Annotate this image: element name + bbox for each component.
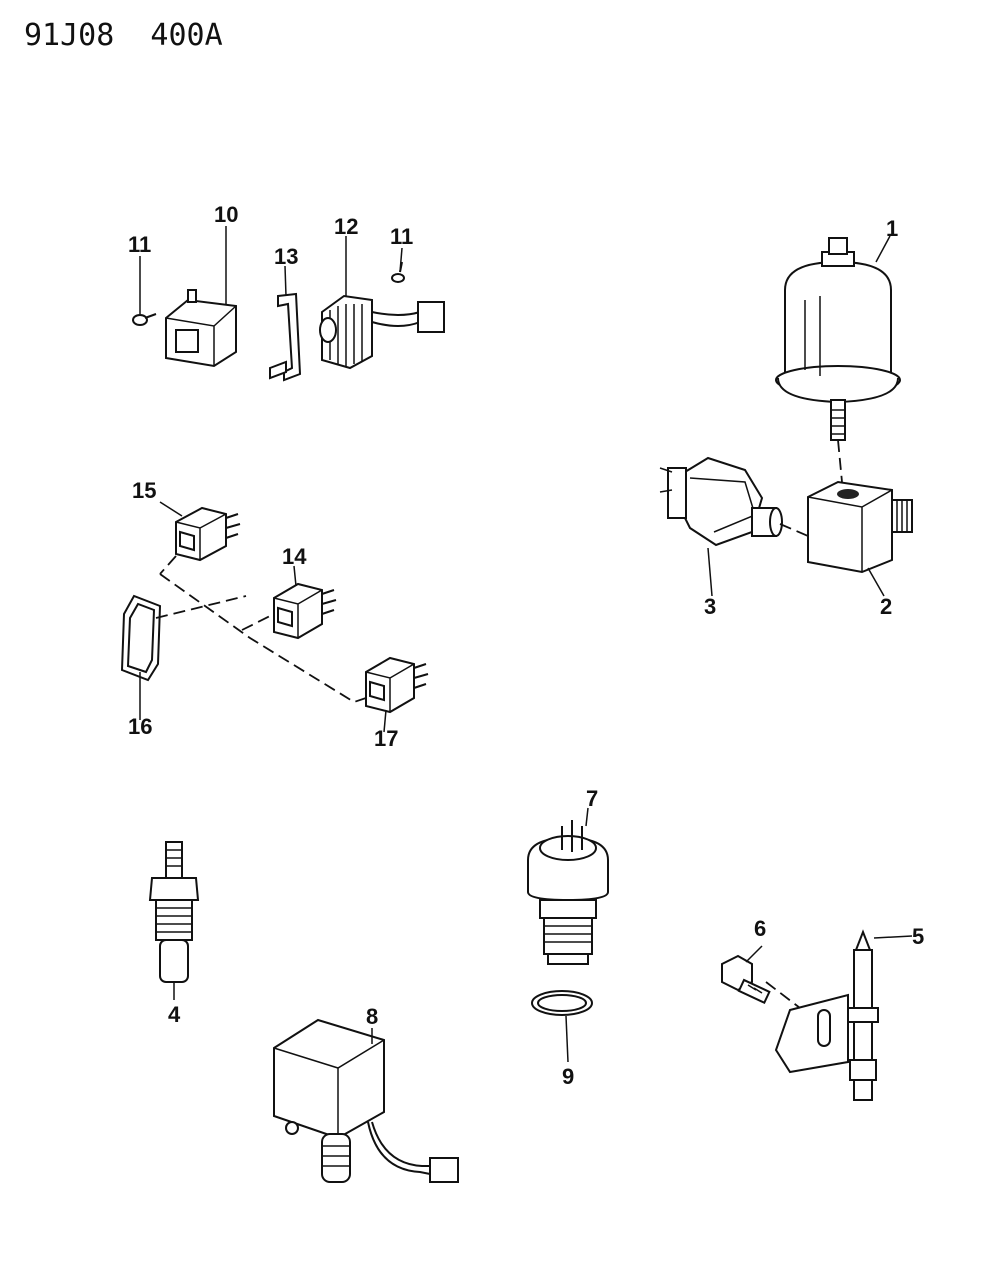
part-9-o-ring [531,990,593,1016]
part-11-screw-left [132,313,157,326]
part-8-control-module [273,1018,459,1183]
callout-11-right: 11 [390,224,413,249]
part-17-rocker-switch [365,656,429,714]
part-12-flasher [319,294,445,370]
callout-14: 14 [282,544,307,569]
callout-1: 1 [886,216,898,241]
part-15-rocker-switch [175,506,241,562]
part-10-relay [165,289,237,368]
callout-2: 2 [880,594,892,619]
callout-9: 9 [562,1064,574,1089]
part-4-temperature-sender [148,841,200,983]
part-16-bezel [120,594,162,682]
callout-labels: 1 2 3 4 5 6 7 8 9 10 11 11 12 13 14 15 1… [128,202,924,1089]
callout-7: 7 [586,786,598,811]
callout-15: 15 [132,478,156,503]
leader-lines [139,226,913,1063]
callout-17: 17 [374,726,398,751]
callout-10: 10 [214,202,238,227]
callout-3: 3 [704,594,716,619]
part-5-sensor-bracket [774,929,879,1101]
callout-12: 12 [334,214,358,239]
diagram-code: 91J08 400A [24,18,223,53]
part-13-bracket [269,292,302,382]
part-14-rocker-switch [273,582,337,640]
callout-6: 6 [754,916,766,941]
callout-4: 4 [168,1002,181,1027]
callout-13: 13 [274,244,298,269]
part-2-adapter-block [807,480,913,574]
assembly-lines [155,439,843,1009]
callout-16: 16 [128,714,152,739]
part-11-screw-right [391,261,405,283]
part-6-screw [721,954,771,1005]
callout-5: 5 [912,924,924,949]
callout-8: 8 [366,1004,378,1029]
part-3-oil-pressure-switch [659,456,783,547]
part-7-connector-sensor [527,820,609,965]
callout-11-left: 11 [128,232,151,257]
part-1-oil-pressure-sender [775,237,901,441]
